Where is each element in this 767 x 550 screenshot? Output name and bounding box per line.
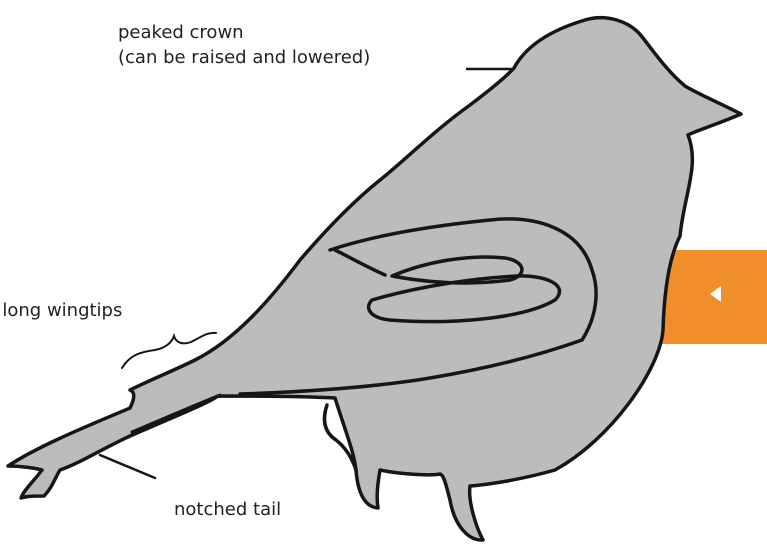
wingtips-label: y long wingtips <box>0 300 122 322</box>
tail-label: notched tail <box>174 499 281 521</box>
left-arrow-icon[interactable] <box>710 286 721 302</box>
tail-pointer-line <box>100 455 155 478</box>
crown-label-line-2: (can be raised and lowered) <box>118 47 370 69</box>
crown-label-line-1: peaked crown <box>118 22 244 44</box>
